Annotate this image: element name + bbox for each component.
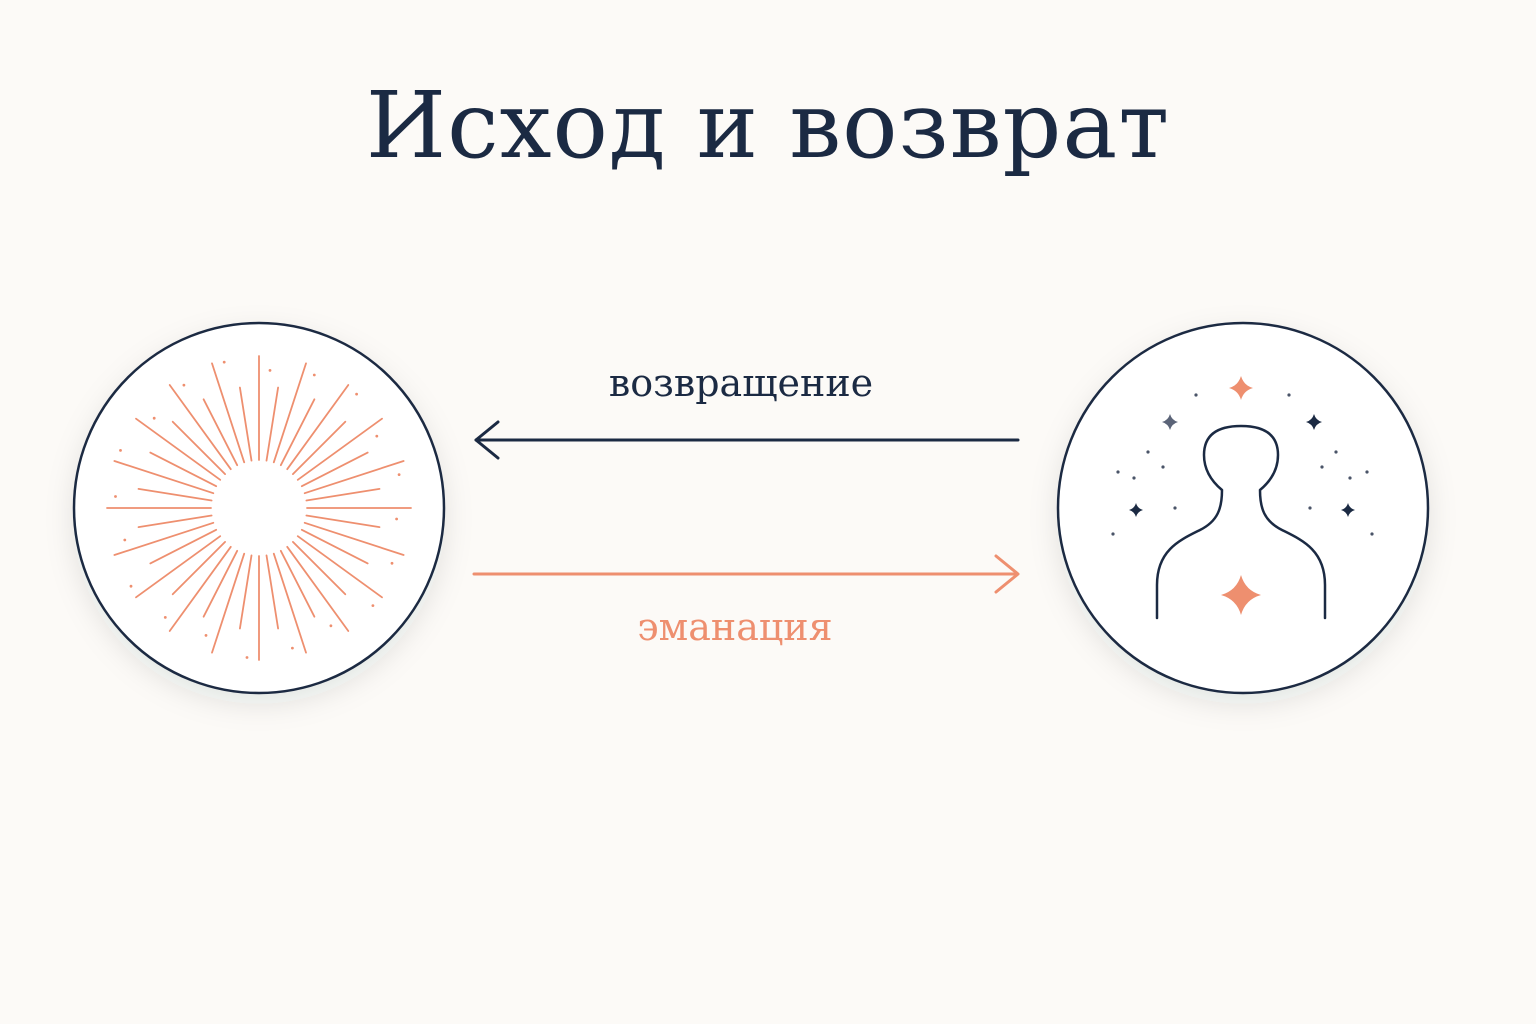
source-circle: [72, 321, 446, 695]
sun-ray: [137, 514, 213, 528]
top-star-icon: [1229, 376, 1253, 400]
sun-ray: [305, 514, 381, 528]
soul-circle: [1056, 321, 1430, 695]
star-icon: [1341, 503, 1355, 517]
sun-ray: [113, 521, 215, 556]
sun-ray: [171, 541, 227, 596]
star-dot: [1116, 470, 1120, 474]
sun-dot: [222, 360, 226, 364]
star-icon: [1129, 503, 1143, 517]
radiant-sun-icon: [106, 355, 412, 661]
sun-ray: [202, 398, 239, 467]
sun-ray: [113, 460, 215, 495]
sun-ray: [300, 451, 369, 488]
heart-star-icon: [1221, 575, 1261, 615]
sun-dot: [291, 646, 294, 650]
sun-ray: [238, 386, 253, 462]
return-arrowhead-icon: [474, 420, 500, 460]
sun-ray: [291, 420, 347, 476]
sun-ray: [279, 549, 316, 618]
sun-dot: [152, 416, 156, 420]
sun-dot: [371, 604, 375, 607]
sun-ray: [291, 541, 347, 596]
sun-ray: [265, 386, 280, 462]
sun-dot: [375, 434, 379, 438]
sun-ray: [300, 528, 369, 565]
sun-ray: [303, 460, 405, 495]
sun-ray: [168, 384, 232, 471]
star-dot: [1111, 532, 1115, 536]
human-silhouette-icon: [1155, 424, 1327, 620]
sun-dot: [123, 538, 127, 542]
sun-ray: [279, 398, 316, 467]
sun-dot: [268, 369, 272, 372]
star-dot: [1146, 450, 1150, 454]
emanation-edge: эманация: [472, 554, 1020, 649]
sun-dot: [114, 495, 117, 498]
sun-dot: [312, 373, 316, 377]
sun-ray: [168, 545, 232, 632]
return-edge: возвращение: [474, 361, 1020, 460]
sun-ray: [202, 549, 239, 618]
sun-ray: [303, 521, 405, 556]
star-dot: [1308, 506, 1312, 510]
sun-ray: [272, 362, 307, 464]
sun-ray: [149, 528, 218, 565]
sun-ray: [265, 554, 280, 630]
sun-dot: [204, 634, 208, 637]
star-dot: [1287, 393, 1291, 397]
sun-ray: [305, 487, 381, 502]
star-dot: [1320, 465, 1324, 469]
sun-ray: [137, 487, 213, 502]
sun-dot: [355, 392, 358, 396]
sun-dot: [390, 561, 394, 565]
sun-ray: [296, 417, 383, 481]
sun-ray: [272, 552, 307, 654]
star-icon: [1306, 414, 1322, 430]
sun-ray: [149, 451, 218, 488]
emanation-arrowhead-icon: [994, 554, 1020, 594]
star-dot: [1194, 393, 1198, 397]
sun-ray: [286, 545, 350, 632]
source-node: [72, 321, 446, 695]
star-dot: [1161, 465, 1165, 469]
sun-ray: [296, 535, 383, 599]
sun-dot: [129, 584, 133, 588]
return-label: возвращение: [609, 361, 873, 405]
star-dot: [1132, 476, 1136, 480]
sun-ray: [238, 554, 253, 630]
sun-dot: [395, 517, 398, 521]
star-dot: [1365, 470, 1369, 474]
sun-ray: [171, 420, 227, 476]
star-dot: [1173, 506, 1177, 510]
sun-dot: [329, 624, 333, 628]
emanation-label: эманация: [637, 605, 832, 649]
sun-ray: [211, 552, 246, 654]
sun-ray: [211, 362, 246, 464]
sun-ray: [286, 384, 350, 471]
stars-icon: [1111, 376, 1374, 615]
star-dot: [1334, 450, 1338, 454]
sun-dot: [397, 473, 401, 476]
sun-dot: [245, 656, 249, 659]
soul-node: [1056, 321, 1430, 695]
star-dot: [1348, 476, 1352, 480]
sun-dot: [182, 383, 186, 387]
page-title: Исход и возврат: [365, 72, 1171, 179]
sun-ray: [135, 417, 222, 481]
star-dot: [1370, 532, 1374, 536]
sun-dot: [163, 616, 167, 619]
sun-dot: [119, 449, 122, 452]
sun-ray: [135, 535, 222, 599]
star-icon: [1162, 414, 1178, 430]
